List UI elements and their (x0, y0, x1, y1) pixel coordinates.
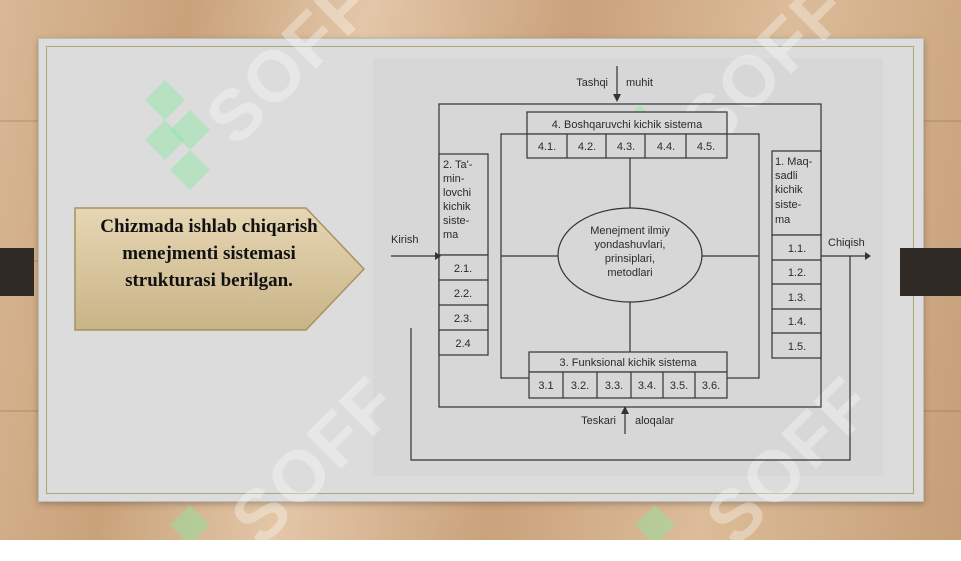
right-dark-tab (900, 248, 961, 296)
left-box-cell: 2.2. (454, 288, 472, 300)
feedback-label-left: Teskari (581, 415, 616, 427)
left-box-title-line: kichik (443, 201, 471, 213)
center-ellipse (557, 207, 703, 303)
environment-label-left: Tashqi (576, 77, 608, 89)
management-cell: 4.1. (538, 141, 556, 153)
input-label: Kirish (391, 234, 419, 246)
management-cell: 4.5. (697, 141, 715, 153)
callout-arrow: Chizmada ishlab chiqarish menejmenti sis… (74, 207, 366, 331)
callout-text: Chizmada ishlab chiqarish menejmenti sis… (100, 216, 318, 291)
right-box-cell: 1.5. (788, 341, 806, 353)
right-box-title-cell (771, 150, 822, 236)
leaf-logo-icon (635, 505, 675, 540)
output-label: Chiqish (828, 237, 865, 249)
left-box-title-line: 2. Ta'- (443, 159, 473, 171)
leaf-logo-icon (170, 505, 210, 540)
functional-cell: 3.2. (571, 380, 589, 392)
ellipse-line: prinsiplari, (605, 253, 655, 265)
functional-cell: 3.4. (638, 380, 656, 392)
management-cell: 4.4. (657, 141, 675, 153)
left-box-title-line: siste- (443, 215, 470, 227)
right-box-title-line: siste- (775, 199, 802, 211)
ellipse-line: Menejment ilmiy (590, 225, 670, 237)
right-box-cell: 1.3. (788, 292, 806, 304)
functional-cell: 3.5. (670, 380, 688, 392)
management-cell: 4.2. (578, 141, 596, 153)
functional-box-title: 3. Funksional kichik sistema (560, 357, 698, 369)
management-box-cells (526, 133, 728, 159)
left-box-cell: 2.4 (455, 338, 470, 350)
functional-cell: 3.3. (605, 380, 623, 392)
management-system-diagram: Tashqi muhit Teskari aloqalar Kirish Chi… (391, 66, 871, 461)
ellipse-line: yondashuvlari, (595, 239, 666, 251)
leaf-logo-icon (145, 80, 210, 190)
functional-box-cells (528, 371, 728, 399)
right-box-title-line: 1. Maq- (775, 156, 813, 168)
right-box-cell: 1.2. (788, 267, 806, 279)
functional-cell: 3.1 (538, 380, 553, 392)
feedback-label-right: aloqalar (635, 415, 674, 427)
right-box-title-line: ma (775, 214, 791, 226)
right-box-cell: 1.1. (788, 243, 806, 255)
left-box-title-line: lovchi (443, 187, 471, 199)
feedback-loop (410, 256, 851, 461)
environment-label-right: muhit (626, 77, 653, 89)
right-box-cells (771, 234, 822, 359)
management-box-title: 4. Boshqaruvchi kichik sistema (552, 119, 703, 131)
right-box-title-line: kichik (775, 184, 803, 196)
left-box-cell: 2.1. (454, 263, 472, 275)
ellipse-line: metodlari (607, 267, 652, 279)
left-box-title-line: min- (443, 173, 465, 185)
functional-cell: 3.6. (702, 380, 720, 392)
left-box-title-line: ma (443, 229, 459, 241)
right-box-cell: 1.4. (788, 316, 806, 328)
left-box-title-cell (438, 153, 489, 256)
left-dark-tab (0, 248, 34, 296)
callout-arrow-shape (74, 207, 366, 331)
management-cell: 4.3. (617, 141, 635, 153)
right-box-title-line: sadli (775, 170, 798, 182)
left-box-cell: 2.3. (454, 313, 472, 325)
